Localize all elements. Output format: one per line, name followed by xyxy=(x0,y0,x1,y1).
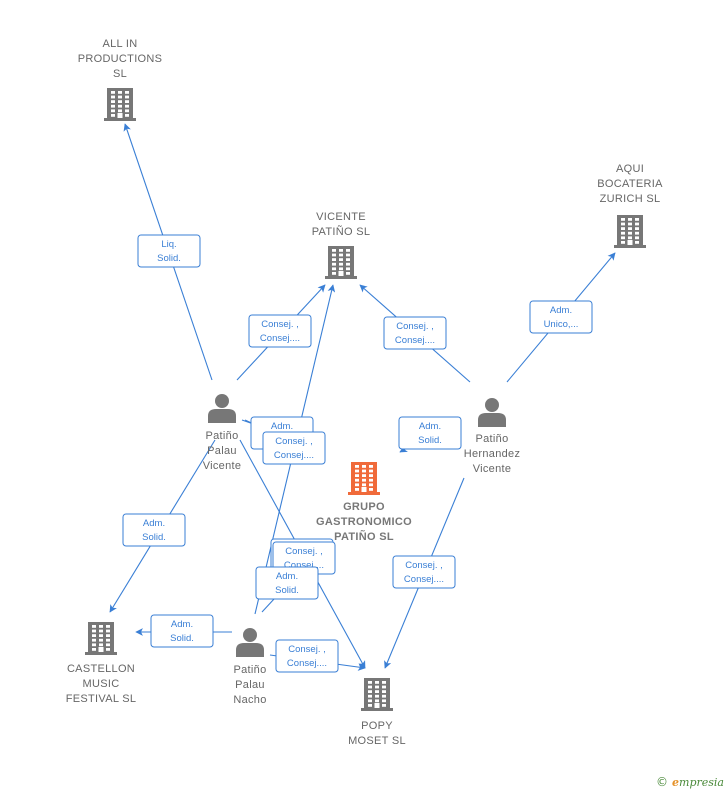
building-icon xyxy=(85,622,117,655)
edges-layer xyxy=(109,123,616,671)
edge-label-box[interactable]: Consej. , Consej.... xyxy=(392,555,456,589)
building-icon xyxy=(614,215,646,248)
person-icon xyxy=(236,628,264,657)
person-icon xyxy=(478,398,506,427)
edge-label-text: Adm. xyxy=(143,518,165,529)
edge-label-box[interactable]: Adm. Solid. xyxy=(398,416,462,450)
edge-label-text: Consej. , xyxy=(285,546,323,557)
building-icon xyxy=(104,88,136,121)
edge-label-text: Consej.... xyxy=(395,335,435,346)
node-label: PRODUCTIONS xyxy=(78,53,163,65)
edge-label-box[interactable]: Consej. , Consej.... xyxy=(248,314,312,348)
edge-label-text: Consej. , xyxy=(288,644,326,655)
edge-label-box[interactable]: Adm. Solid. xyxy=(255,566,319,600)
edge-label-box[interactable]: Liq. Solid. xyxy=(137,234,201,268)
brand-initial: e xyxy=(672,775,680,789)
edge-label-text: Adm. xyxy=(171,619,193,630)
node-label: FESTIVAL SL xyxy=(66,693,137,705)
edge-label-box[interactable]: Adm. Solid. xyxy=(122,513,186,547)
node-label: MOSET SL xyxy=(348,735,406,747)
node-label: Patiño xyxy=(234,664,267,676)
edge-label-text: Consej. , xyxy=(275,436,313,447)
nodes-layer: ALL IN PRODUCTIONS SL VICENTE PATIÑO SL AQUI B… xyxy=(66,38,663,747)
brand-name[interactable]: empresia xyxy=(672,776,724,789)
edge-label-box[interactable]: Consej. , Consej.... xyxy=(272,541,336,575)
edge-label-text: Consej.... xyxy=(404,574,444,585)
edge-label-text: Solid. xyxy=(142,532,166,543)
edge-label-box[interactable]: Adm. Solid. xyxy=(150,614,214,648)
edge-labels-layer: Liq.Solid.Consej. ,Consej....Adm.Solid.C… xyxy=(122,234,593,673)
edge-label-text: Consej.... xyxy=(287,658,327,669)
building-icon xyxy=(325,246,357,279)
copyright-symbol: © xyxy=(656,775,669,789)
edge-label-text: Adm. xyxy=(271,421,293,432)
edge-label-text: Liq. xyxy=(161,239,176,250)
node-aqui[interactable]: AQUI BOCATERIA ZURICH SL xyxy=(597,163,663,248)
node-label: Nacho xyxy=(233,694,266,706)
footer-brand: © empresia xyxy=(656,775,724,789)
edge-label-text: Adm. xyxy=(276,571,298,582)
node-label: Vicente xyxy=(473,463,512,475)
node-grupo[interactable]: GRUPO GASTRONOMICO PATIÑO SL xyxy=(316,462,412,543)
node-label: Patiño xyxy=(206,430,239,442)
edge-label-text: Consej.... xyxy=(284,560,324,571)
node-label: Palau xyxy=(207,445,237,457)
edge-label-box[interactable]: Adm. Unico,... xyxy=(529,300,593,334)
edge-label-box[interactable]: Consej. , Consej.... xyxy=(275,639,339,673)
node-label: CASTELLON xyxy=(67,663,135,675)
node-label: SL xyxy=(113,68,127,80)
node-label: Hernandez xyxy=(464,448,521,460)
node-label: PATIÑO SL xyxy=(334,530,394,543)
edge-label-text: Consej. , xyxy=(405,560,443,571)
node-label: Palau xyxy=(235,679,265,691)
building-icon xyxy=(361,678,393,711)
node-vicente_sl[interactable]: VICENTE PATIÑO SL xyxy=(312,211,371,279)
edge-label-text: Consej.... xyxy=(274,450,314,461)
edge-label-text: Solid. xyxy=(418,435,442,446)
building-icon xyxy=(348,462,380,495)
edge-label-box[interactable]: Consej. , Consej.... xyxy=(383,316,447,350)
edge-label-text: Consej.... xyxy=(260,333,300,344)
node-label: Vicente xyxy=(203,460,242,472)
edge-label-box[interactable]: Consej. , Consej.... xyxy=(262,431,326,465)
node-label: AQUI xyxy=(616,163,644,175)
edge-label-text: Solid. xyxy=(170,633,194,644)
node-label: BOCATERIA xyxy=(597,178,663,190)
node-popy[interactable]: POPY MOSET SL xyxy=(348,678,406,747)
node-label: GASTRONOMICO xyxy=(316,516,412,528)
node-label: PATIÑO SL xyxy=(312,225,371,238)
edge-label-text: Unico,... xyxy=(544,319,579,330)
node-label: ZURICH SL xyxy=(600,193,661,205)
edge-label-text: Adm. xyxy=(419,421,441,432)
edge-label-text: Adm. xyxy=(550,305,572,316)
edge-label-text: Consej. , xyxy=(261,319,299,330)
node-label: POPY xyxy=(361,720,393,732)
brand-rest: mpresia xyxy=(679,775,724,789)
node-label: MUSIC xyxy=(83,678,120,690)
edge-label-text: Consej. , xyxy=(396,321,434,332)
node-castellon[interactable]: CASTELLON MUSIC FESTIVAL SL xyxy=(66,622,137,705)
node-all_in[interactable]: ALL IN PRODUCTIONS SL xyxy=(78,38,163,121)
edge-label-text: Solid. xyxy=(157,253,181,264)
node-label: Patiño xyxy=(476,433,509,445)
node-label: VICENTE xyxy=(316,211,366,223)
node-label: GRUPO xyxy=(343,501,385,513)
node-label: ALL IN xyxy=(102,38,137,50)
edge-label-text: Solid. xyxy=(275,585,299,596)
person-icon xyxy=(208,394,236,423)
